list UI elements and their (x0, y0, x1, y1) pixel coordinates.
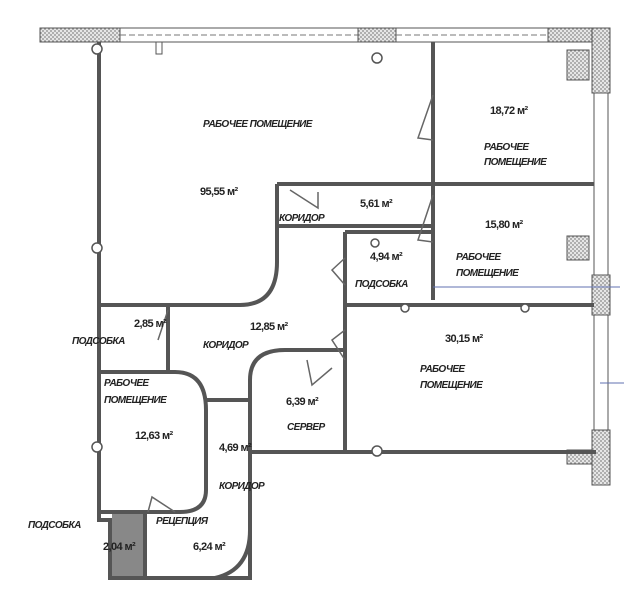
room-label: РАБОЧЕЕ (456, 252, 501, 263)
exterior-wall-top (39, 27, 611, 43)
room-area: 95,55 м² (200, 186, 239, 198)
room-label: РАБОЧЕЕ (420, 364, 465, 375)
room-label: РАБОЧЕЕ (484, 142, 529, 153)
room-12-63: РАБОЧЕЕ ПОМЕЩЕНИЕ 12,63 м² (104, 378, 174, 442)
room-30: 30,15 м² РАБОЧЕЕ ПОМЕЩЕНИЕ (420, 333, 484, 391)
room-area: 15,80 м² (485, 219, 524, 231)
room-area: 2,85 м² (134, 318, 167, 330)
storage-4: 4,94 м² ПОДСОБКА (355, 251, 409, 290)
interior-walls (97, 42, 596, 580)
room-label: КОРИДОР (219, 481, 265, 492)
room-label: ПОМЕЩЕНИЕ (420, 380, 483, 391)
columns (91, 43, 530, 457)
room-area: 4,94 м² (370, 251, 403, 263)
server: 6,39 м² СЕРВЕР (286, 396, 326, 433)
reception: РЕЦЕПЦИЯ 6,24 м² (156, 516, 227, 553)
room-area: 4,69 м² (219, 442, 252, 454)
storage-fill (112, 514, 143, 576)
room-label: ПОДСОБКА (28, 520, 81, 531)
room-label: ПОДСОБКА (72, 336, 125, 347)
corridor-5: 5,61 м² КОРИДОР (279, 198, 394, 224)
room-area: 18,72 м² (490, 105, 529, 117)
room-label: СЕРВЕР (287, 422, 325, 433)
room-area: 30,15 м² (445, 333, 484, 345)
room-18: 18,72 м² РАБОЧЕЕ ПОМЕЩЕНИЕ (484, 105, 548, 168)
room-area: 6,39 м² (286, 396, 319, 408)
room-area: 12,63 м² (135, 430, 174, 442)
storage-2-04: ПОДСОБКА 2,04 м² (28, 520, 137, 553)
doors (147, 94, 434, 513)
column-stub (155, 41, 163, 55)
room-15: 15,80 м² РАБОЧЕЕ ПОМЕЩЕНИЕ (456, 219, 524, 279)
room-95: РАБОЧЕЕ ПОМЕЩЕНИЕ 95,55 м² (200, 119, 313, 198)
room-label: КОРИДОР (279, 213, 325, 224)
room-area: 5,61 м² (360, 198, 393, 210)
room-label: РАБОЧЕЕ (104, 378, 149, 389)
storage-2-85: 2,85 м² ПОДСОБКА (72, 318, 168, 347)
room-area: 12,85 м² (250, 321, 289, 333)
corridor-12: 12,85 м² КОРИДОР (203, 321, 289, 351)
room-label: ПОМЕЩЕНИЕ (484, 157, 547, 168)
room-label: ПОМЕЩЕНИЕ (104, 395, 167, 406)
room-label: РЕЦЕПЦИЯ (156, 516, 209, 527)
room-label: РАБОЧЕЕ ПОМЕЩЕНИЕ (203, 119, 313, 130)
room-label: ПОДСОБКА (355, 279, 408, 290)
room-label: КОРИДОР (203, 340, 249, 351)
room-area: 6,24 м² (193, 541, 226, 553)
room-area: 2,04 м² (103, 541, 136, 553)
corridor-4: 4,69 м² КОРИДОР (219, 442, 266, 492)
exterior-wall-right (566, 27, 611, 486)
room-label: ПОМЕЩЕНИЕ (456, 268, 519, 279)
